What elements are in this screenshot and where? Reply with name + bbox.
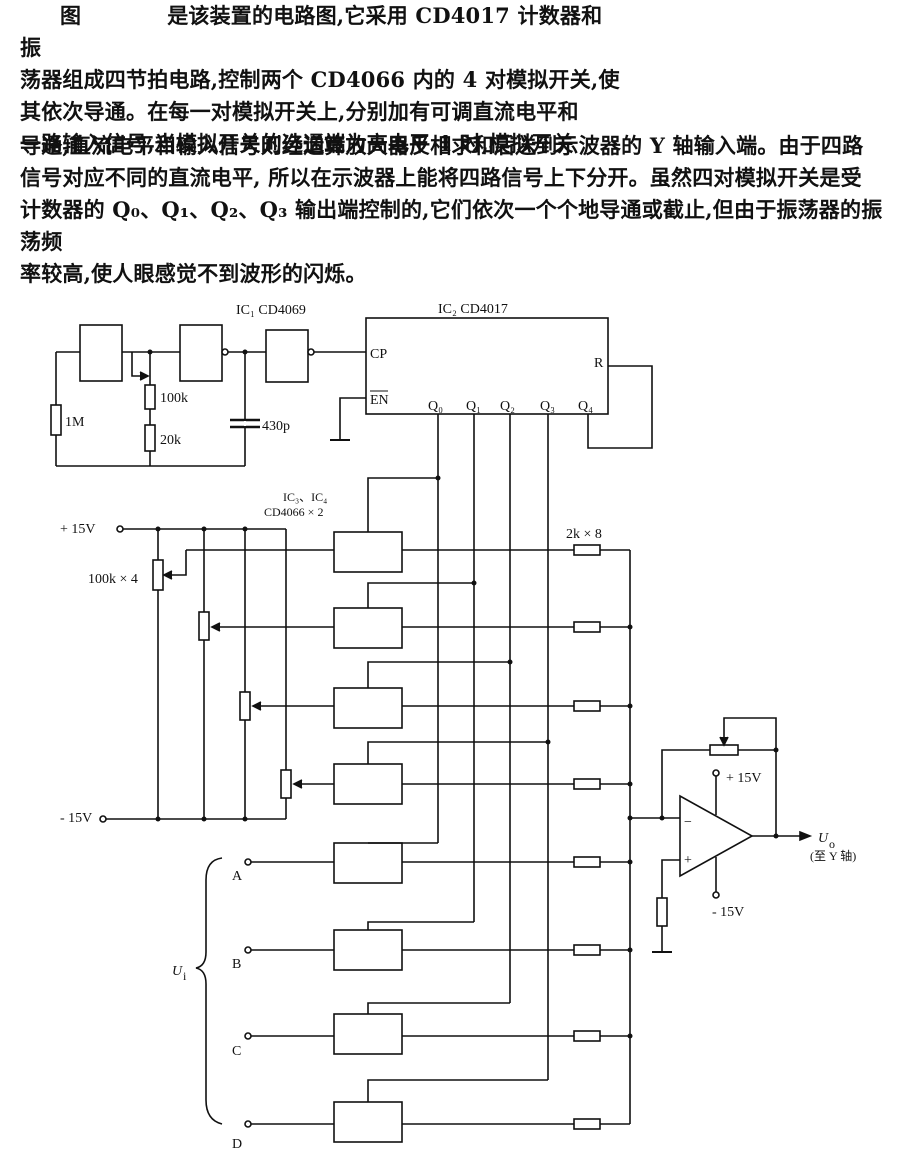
ui-sub: i [183, 969, 187, 983]
input-a-label: A [232, 869, 243, 884]
switch-1 [333, 531, 403, 573]
input-d-label: D [232, 1137, 242, 1152]
ic1-label: IC₁ CD4069 [236, 303, 306, 318]
pin-q3: Q₃ [540, 399, 555, 414]
switch-3 [333, 687, 403, 729]
p1-line-3: 其依次导通。在每一对模拟开关上,分别加有可调直流电平和 [20, 99, 579, 124]
inverter-3-bubble [307, 348, 315, 356]
ic34-label-2: CD4066 × 2 [264, 505, 323, 519]
opamp-plus: + [684, 853, 692, 868]
p1-line-4: 一路输入信号,当模拟开关的选通端为高电平 1 时,模拟开关 [20, 131, 574, 156]
r-1m-label: 1M [65, 415, 85, 430]
summing-resistors: 2k × 8 [566, 527, 633, 1130]
opamp-triangle [679, 794, 754, 878]
plus15v-left: + 15V [60, 522, 96, 537]
switch-8 [333, 1101, 403, 1143]
resistor-20k [144, 424, 156, 452]
pin-q2: Q₂ [500, 399, 515, 414]
switch-6 [333, 929, 403, 971]
counter-ic2: IC₂ CD4017 CP EN R Q₀ Q₁ Q₂ Q₃ Q₄ [330, 302, 653, 449]
p2-line-1: 导通,直流电平和输入信号则经运算放大器反相求和后送到示波器的 Y 轴输入端。由于… [20, 133, 864, 158]
oscillator: IC₁ CD4069 1M 100k 20k 430p [50, 303, 366, 467]
p2-line-4: 率较高,使人眼感觉不到波形的闪烁。 [20, 261, 367, 286]
analog-switches [333, 477, 574, 1143]
resistor-1m [50, 404, 62, 436]
ui-label: U [172, 964, 183, 979]
opamp-summer: − + U o (至 Y 轴) + 15V - 15V [630, 717, 856, 953]
pin-r: R [594, 356, 604, 371]
dc-level-network: + 15V - 15V 100k × 4 [60, 490, 334, 826]
p1-line-2: 荡器组成四节拍电路,控制两个 CD4066 内的 4 对模拟开关,使 [20, 67, 620, 92]
input-b-label: B [232, 957, 241, 972]
inverter-2-bubble [221, 348, 229, 356]
resistor-bias [656, 897, 668, 927]
pin-en: EN [370, 393, 389, 408]
c-430p-label: 430p [262, 419, 290, 434]
figure-ref: 图 [60, 3, 82, 28]
out-note: (至 Y 轴) [810, 848, 856, 863]
switch-7 [333, 1013, 403, 1055]
opamp-minus: − [684, 815, 692, 830]
minus15v-terminal [99, 815, 107, 823]
minus15v-left: - 15V [60, 811, 92, 826]
r-100k-label: 100k [160, 391, 188, 406]
inverter-2 [179, 324, 223, 382]
ic34-label-1: IC₃、IC₄ [283, 490, 327, 504]
inverter-3 [265, 329, 309, 383]
p1-line-1: 是该装置的电路图,它采用 CD4017 计数器和振 [20, 3, 603, 60]
pin-q4: Q₄ [578, 399, 593, 414]
pot-4 [280, 769, 292, 799]
pot-100kx4-label: 100k × 4 [88, 572, 138, 587]
intro-paragraph-2: 导通,直流电平和输入信号则经运算放大器反相求和后送到示波器的 Y 轴输入端。由于… [20, 130, 890, 290]
p2-line-3: 计数器的 Q₀、Q₁、Q₂、Q₃ 输出端控制的,它们依次一个个地导通或截止,但由… [20, 197, 883, 254]
plus15v-terminal [116, 525, 124, 533]
inverter-1 [79, 324, 123, 382]
switch-5 [333, 842, 403, 884]
pot-100k [144, 384, 156, 410]
pot-2 [198, 611, 210, 641]
switch-2 [333, 607, 403, 649]
pin-q1: Q₁ [466, 399, 481, 414]
pin-q0: Q₀ [428, 399, 443, 414]
signal-inputs: A B C D U i [172, 857, 334, 1152]
switch-4 [333, 763, 403, 805]
ic2-label: IC₂ CD4017 [438, 302, 508, 317]
opamp-plus15: + 15V [726, 771, 762, 786]
p2-line-2: 信号对应不同的直流电平, 所以在示波器上能将四路信号上下分开。虽然四对模拟开关是… [20, 165, 862, 190]
pin-cp: CP [370, 347, 387, 362]
pot-3 [239, 691, 251, 721]
pot-1 [152, 559, 164, 591]
r-20k-label: 20k [160, 433, 181, 448]
intro-paragraph-1: 图是该装置的电路图,它采用 CD4017 计数器和振 荡器组成四节拍电路,控制两… [20, 0, 620, 160]
input-c-label: C [232, 1044, 241, 1059]
r-2kx8-label: 2k × 8 [566, 527, 602, 542]
opamp-minus15: - 15V [712, 905, 744, 920]
cd4017-body [365, 317, 609, 415]
out-label: U [818, 831, 829, 846]
q-bus [435, 414, 551, 1080]
out-sub: o [829, 837, 835, 851]
ui-brace [195, 857, 223, 1125]
